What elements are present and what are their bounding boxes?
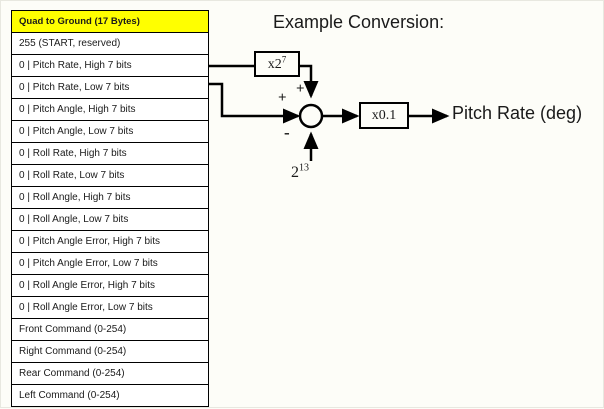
- table-row: Rear Command (0-254): [11, 362, 209, 385]
- packet-byte-roll-angle-error-low: 0 | Roll Angle Error, Low 7 bits: [11, 296, 209, 319]
- diagram-wires: [209, 64, 450, 161]
- wire-gain-to-sum-top: [300, 64, 319, 99]
- packet-byte-roll-rate-low: 0 | Roll Rate, Low 7 bits: [11, 164, 209, 187]
- packet-byte-pitch-rate-low: 0 | Pitch Rate, Low 7 bits: [11, 76, 209, 99]
- wire-low-bits-to-sum-left: [209, 82, 301, 124]
- table-row: 0 | Roll Angle, High 7 bits: [11, 186, 209, 209]
- table-row: Front Command (0-254): [11, 318, 209, 341]
- gain-block-scale: x0.1: [359, 102, 409, 129]
- table-row: Right Command (0-254): [11, 340, 209, 363]
- output-label-pitch-rate: Pitch Rate (deg): [452, 103, 583, 123]
- table-row: 0 | Pitch Angle, High 7 bits: [11, 98, 209, 121]
- table-row: Left Command (0-254): [11, 384, 209, 407]
- table-row: 0 | Roll Angle Error, Low 7 bits: [11, 296, 209, 319]
- packet-byte-roll-angle-error-high: 0 | Roll Angle Error, High 7 bits: [11, 274, 209, 297]
- constant-exponent: 13: [299, 162, 309, 174]
- table-row: 0 | Pitch Rate, Low 7 bits: [11, 76, 209, 99]
- table-row: 0 | Roll Angle Error, High 7 bits: [11, 274, 209, 297]
- table-row: 0 | Roll Rate, Low 7 bits: [11, 164, 209, 187]
- packet-byte-rear-command: Rear Command (0-254): [11, 362, 209, 385]
- gain-block-2-power-7: x27: [254, 51, 300, 77]
- conversion-diagram: Example Conversion: x27 x0.1 +: [209, 1, 604, 409]
- constant-2-power-13: 213: [291, 162, 309, 182]
- table-row: 0 | Roll Rate, High 7 bits: [11, 142, 209, 165]
- table-row: 0 | Roll Angle, Low 7 bits: [11, 208, 209, 231]
- table-row: 0 | Pitch Rate, High 7 bits: [11, 54, 209, 77]
- summing-junction: [298, 103, 324, 129]
- packet-byte-roll-angle-high: 0 | Roll Angle, High 7 bits: [11, 186, 209, 209]
- packet-byte-start: 255 (START, reserved): [11, 32, 209, 55]
- packet-table-body: Quad to Ground (17 Bytes) 255 (START, re…: [11, 10, 209, 407]
- packet-byte-left-command: Left Command (0-254): [11, 384, 209, 407]
- gain-2exp7-exponent: 7: [281, 54, 287, 65]
- table-header-row: Quad to Ground (17 Bytes): [11, 10, 209, 33]
- sum-sign-plus-left: +: [278, 90, 287, 106]
- packet-structure-table: Quad to Ground (17 Bytes) 255 (START, re…: [11, 10, 209, 407]
- diagram-title: Example Conversion:: [273, 12, 445, 32]
- packet-byte-roll-angle-low: 0 | Roll Angle, Low 7 bits: [11, 208, 209, 231]
- packet-byte-pitch-angle-error-low: 0 | Pitch Angle Error, Low 7 bits: [11, 252, 209, 275]
- packet-byte-pitch-rate-high: 0 | Pitch Rate, High 7 bits: [11, 54, 209, 77]
- packet-table-header-cell: Quad to Ground (17 Bytes): [11, 10, 209, 33]
- packet-byte-roll-rate-high: 0 | Roll Rate, High 7 bits: [11, 142, 209, 165]
- sum-sign-minus: -: [284, 123, 290, 142]
- packet-byte-front-command: Front Command (0-254): [11, 318, 209, 341]
- constant-base: 2: [291, 164, 299, 181]
- packet-byte-right-command: Right Command (0-254): [11, 340, 209, 363]
- table-row: 0 | Pitch Angle Error, Low 7 bits: [11, 252, 209, 275]
- sum-sign-plus-top: +: [296, 81, 305, 97]
- packet-byte-pitch-angle-low: 0 | Pitch Angle, Low 7 bits: [11, 120, 209, 143]
- table-row: 0 | Pitch Angle Error, High 7 bits: [11, 230, 209, 253]
- gain-2exp7-label: x2: [267, 57, 282, 72]
- packet-byte-pitch-angle-error-high: 0 | Pitch Angle Error, High 7 bits: [11, 230, 209, 253]
- table-row: 0 | Pitch Angle, Low 7 bits: [11, 120, 209, 143]
- table-row: 255 (START, reserved): [11, 32, 209, 55]
- packet-byte-pitch-angle-high: 0 | Pitch Angle, High 7 bits: [11, 98, 209, 121]
